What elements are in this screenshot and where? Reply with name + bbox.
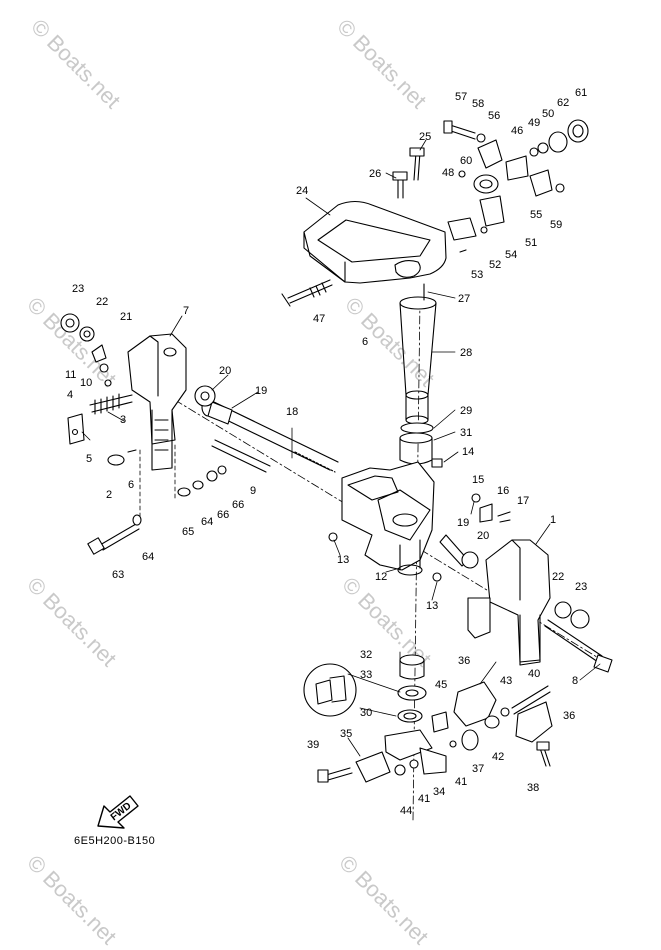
callout-label: 19 [457, 517, 469, 529]
callout-label: 15 [472, 474, 484, 486]
callout-label: 45 [435, 679, 447, 691]
callout-label: 8 [572, 675, 578, 687]
callout-label: 53 [471, 269, 483, 281]
callout-label: 16 [497, 485, 509, 497]
callout-label: 37 [472, 763, 484, 775]
callout-label: 55 [530, 209, 542, 221]
swivel-shaft-part [399, 283, 437, 425]
callout-label: 32 [360, 649, 372, 661]
callout-label: 2 [106, 489, 112, 501]
callout-label: 20 [477, 530, 489, 542]
callout-label: 41 [418, 793, 430, 805]
callout-label: 25 [419, 131, 431, 143]
callout-label: 17 [517, 495, 529, 507]
callout-label: 61 [575, 87, 587, 99]
callout-label: 27 [458, 293, 470, 305]
callout-label: 66 [232, 499, 244, 511]
callout-label: 14 [462, 446, 474, 458]
callout-label: 28 [460, 347, 472, 359]
callout-label: 11 [65, 369, 76, 381]
callout-label: 23 [575, 581, 587, 593]
shaft-axis-line [174, 399, 611, 666]
callout-label: 52 [489, 259, 501, 271]
callout-label: 43 [500, 675, 512, 687]
callout-label: 18 [286, 406, 298, 418]
callout-label: 56 [488, 110, 500, 122]
friction-assembly-part [443, 119, 589, 253]
callout-label: 19 [255, 385, 267, 397]
callout-label: 41 [455, 776, 467, 788]
callout-label: 58 [472, 98, 484, 110]
tilt-stop-assembly-part [303, 654, 553, 783]
callout-label: 20 [219, 365, 231, 377]
callout-label: 40 [528, 668, 540, 680]
callout-label: 36 [458, 655, 470, 667]
callout-label: 22 [96, 296, 108, 308]
callout-label: 12 [375, 571, 387, 583]
callout-label: 60 [460, 155, 472, 167]
callout-label: 29 [460, 405, 472, 417]
callout-label: 42 [492, 751, 504, 763]
callout-label: 64 [142, 551, 154, 563]
callout-label: 63 [112, 569, 124, 581]
callout-label: 59 [550, 219, 562, 231]
callout-label: 47 [313, 313, 325, 325]
diagram-code: 6E5H200-B150 [74, 835, 156, 847]
steering-bracket-part [303, 200, 447, 284]
callout-label: 66 [217, 509, 229, 521]
callout-label: 6 [128, 479, 134, 491]
callout-label: 51 [525, 237, 537, 249]
callout-label: 7 [183, 305, 189, 317]
callout-label: 38 [527, 782, 539, 794]
callout-label: 5 [86, 453, 92, 465]
callout-label: 36 [563, 710, 575, 722]
callout-label: 35 [340, 728, 352, 740]
fwd-arrow-icon [97, 795, 139, 829]
callout-label: 31 [460, 427, 472, 439]
callout-label: 39 [307, 739, 319, 751]
callout-label: 21 [120, 311, 132, 323]
clamp-bracket-right-part [467, 539, 551, 666]
callout-label: 6 [362, 336, 368, 348]
callout-label: 33 [360, 669, 372, 681]
callout-label: 46 [511, 125, 523, 137]
callout-label: 24 [296, 185, 308, 197]
swivel-bracket-part [341, 461, 435, 576]
callout-label: 50 [542, 108, 554, 120]
callout-label: 64 [201, 516, 213, 528]
callout-label: 9 [250, 485, 256, 497]
callout-label: 62 [557, 97, 569, 109]
callout-label: 49 [528, 117, 540, 129]
callout-label: 65 [182, 526, 194, 538]
callout-label: 1 [550, 514, 556, 526]
callout-label: 13 [337, 554, 349, 566]
callout-label: 13 [426, 600, 438, 612]
callout-label: 48 [442, 167, 454, 179]
callout-label: 3 [120, 414, 126, 426]
callout-label: 23 [72, 283, 84, 295]
callout-label: 57 [455, 91, 467, 103]
callout-label: 4 [67, 389, 73, 401]
callout-label: 44 [400, 805, 412, 817]
callout-label: 30 [360, 707, 372, 719]
callout-label: 22 [552, 571, 564, 583]
callout-label: 10 [80, 377, 92, 389]
callout-label: 26 [369, 168, 381, 180]
callout-label: 34 [433, 786, 445, 798]
callout-label: 54 [505, 249, 517, 261]
clamp-bracket-left-part [127, 333, 187, 471]
